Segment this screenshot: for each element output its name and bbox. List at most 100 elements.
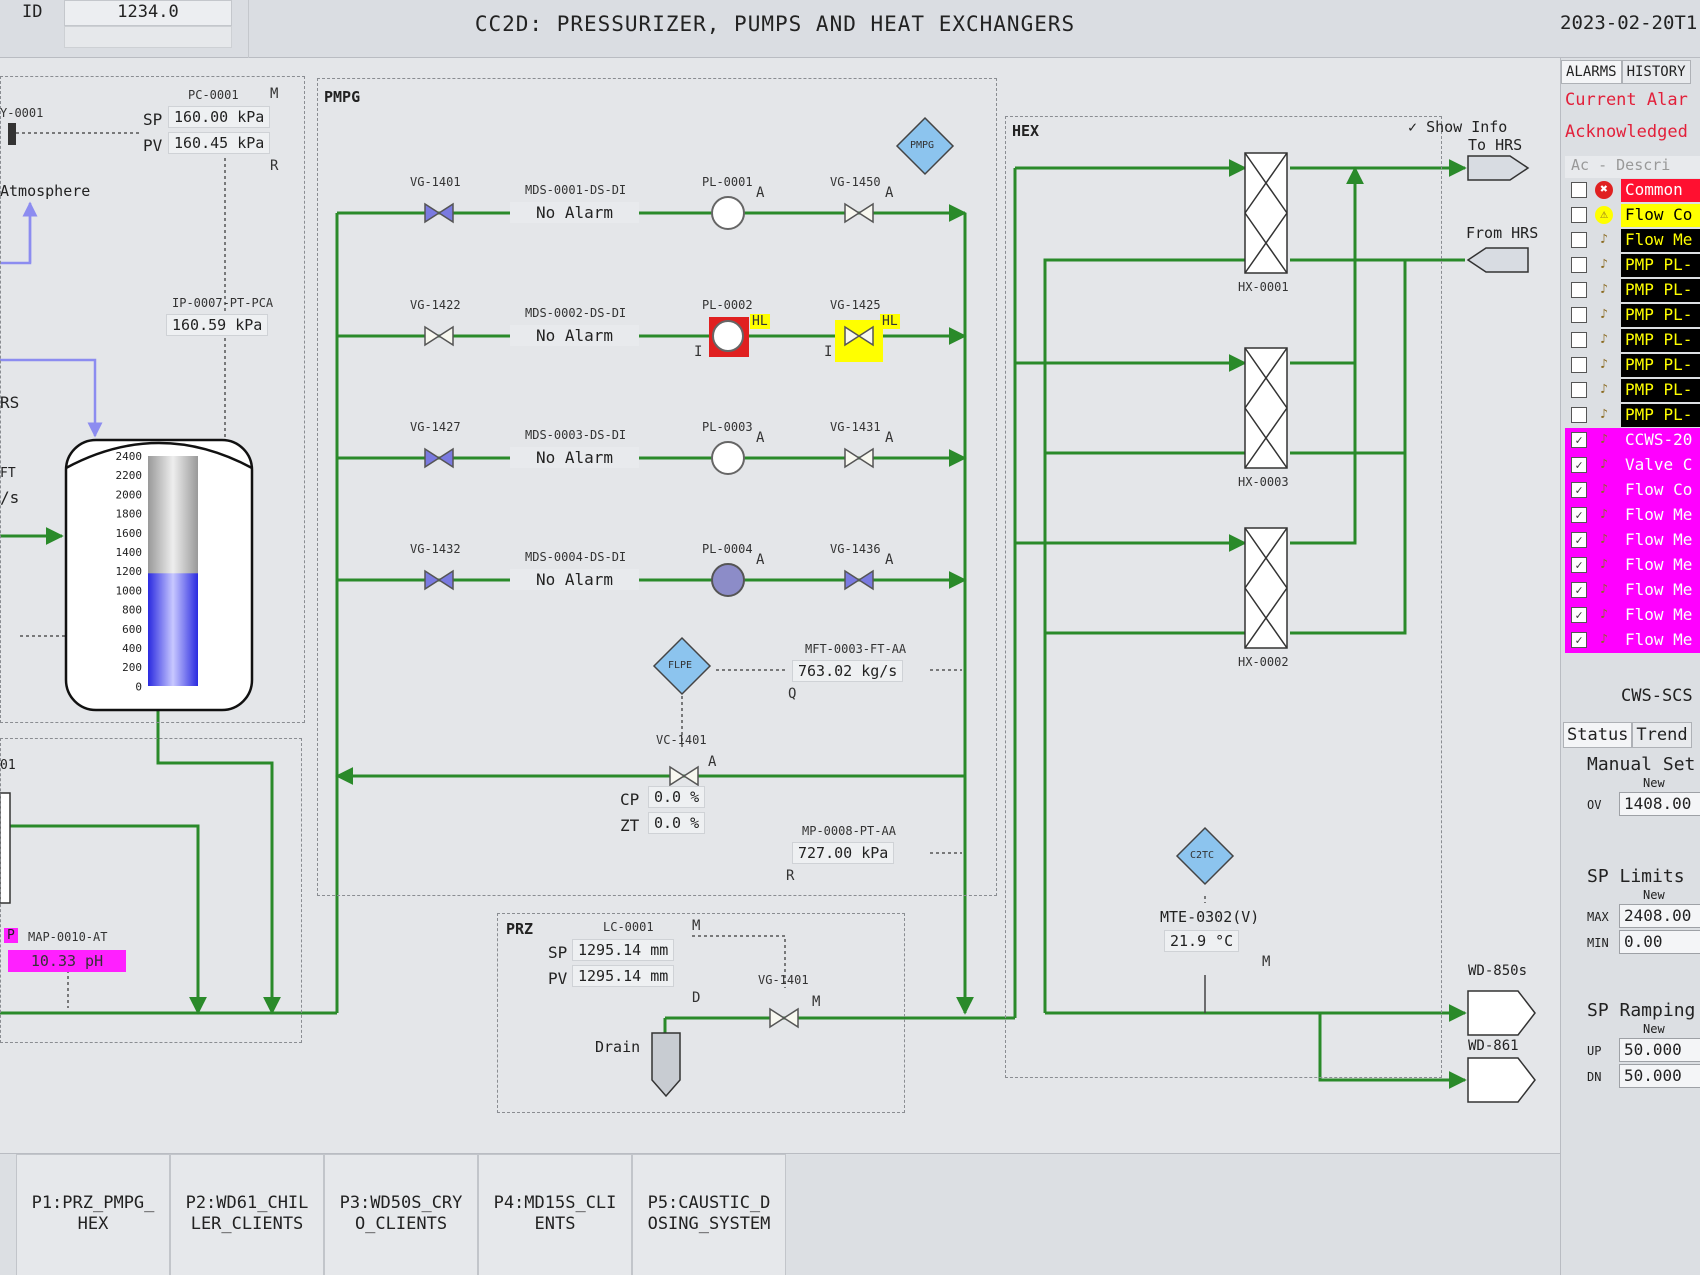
- alarm-ack-checkbox[interactable]: ✓: [1571, 432, 1587, 448]
- rs-label: RS: [0, 393, 20, 412]
- vc-mode: A: [708, 754, 717, 770]
- alarm-row[interactable]: ♪ PMP PL-: [1565, 403, 1700, 428]
- prz-valve-mode: M: [812, 994, 821, 1010]
- mte-mode: M: [1262, 954, 1271, 970]
- top-bar: ID 1234.0 CC2D: PRESSURIZER, PUMPS AND H…: [0, 0, 1700, 58]
- tab-trend[interactable]: Trend: [1632, 722, 1692, 748]
- alarm-row[interactable]: ✓ ♪ Valve C: [1565, 453, 1700, 478]
- hx-0002-label: HX-0002: [1238, 655, 1289, 669]
- pump-button[interactable]: [710, 440, 746, 476]
- bell-icon: ♪: [1600, 507, 1608, 522]
- alarm-ack-checkbox[interactable]: [1571, 407, 1587, 423]
- acknowledged-filter[interactable]: Acknowledged: [1565, 122, 1688, 142]
- prz-valve-tag: VG-1401: [758, 973, 809, 987]
- alarm-ack-checkbox[interactable]: [1571, 332, 1587, 348]
- pc-tag: PC-0001: [188, 88, 239, 102]
- pt-tag: IP-0007-PT-PCA: [172, 296, 274, 310]
- pc-r: R: [270, 158, 279, 174]
- pt-tag-mp: MP-0008-PT-AA: [802, 824, 896, 838]
- left-upper-section: [0, 76, 305, 723]
- alarm-description: Flow Me: [1621, 604, 1700, 627]
- alarm-row[interactable]: ✓ ♪ Flow Me: [1565, 528, 1700, 553]
- alarm-row[interactable]: ✓ ♪ Flow Co: [1565, 478, 1700, 503]
- tab-alarms[interactable]: ALARMS: [1561, 60, 1622, 84]
- min-input[interactable]: 0.00: [1619, 930, 1700, 954]
- alarm-row[interactable]: ♪ PMP PL-: [1565, 303, 1700, 328]
- tank-scale-tick: 400: [122, 642, 142, 655]
- alarm-ack-checkbox[interactable]: ✓: [1571, 607, 1587, 623]
- id-label: ID: [22, 2, 43, 22]
- dn-input[interactable]: 50.000: [1619, 1064, 1700, 1088]
- alarm-ack-checkbox[interactable]: [1571, 282, 1587, 298]
- alarm-ack-checkbox[interactable]: [1571, 182, 1587, 198]
- pump-button[interactable]: [710, 318, 746, 354]
- bell-icon: ♪: [1600, 332, 1608, 347]
- valve2-tag: VG-1450: [830, 175, 881, 189]
- alarm-row[interactable]: ✓ ♪ Flow Me: [1565, 578, 1700, 603]
- alarm-description: Flow Co: [1621, 479, 1700, 502]
- alarm-row[interactable]: ♪ Flow Me: [1565, 228, 1700, 253]
- alarm-row[interactable]: ⚠ Flow Co: [1565, 203, 1700, 228]
- ov-input[interactable]: 1408.00: [1619, 792, 1700, 816]
- alarm-ack-checkbox[interactable]: [1571, 207, 1587, 223]
- up-input[interactable]: 50.000: [1619, 1038, 1700, 1062]
- alarm-row[interactable]: ✓ ♪ Flow Me: [1565, 553, 1700, 578]
- nav-p5-button[interactable]: P5:CAUSTIC_D OSING_SYSTEM: [632, 1154, 786, 1275]
- show-info-checkbox[interactable]: ✓: [1408, 118, 1418, 136]
- mds-tag: MDS-0004-DS-DI: [525, 550, 627, 564]
- pc-sp-value[interactable]: 160.00 kPa: [168, 106, 271, 128]
- top-separator: [248, 0, 249, 58]
- alarm-row[interactable]: ✓ ♪ CCWS-20: [1565, 428, 1700, 453]
- zt-label: ZT: [620, 816, 640, 835]
- alarm-row[interactable]: ✓ ♪ Flow Me: [1565, 603, 1700, 628]
- lc-tag: LC-0001: [603, 920, 654, 934]
- alarm-ack-checkbox[interactable]: [1571, 307, 1587, 323]
- nav-p3-button[interactable]: P3:WD50S_CRY O_CLIENTS: [324, 1154, 478, 1275]
- map-badge: P: [4, 928, 18, 943]
- alarm-ack-checkbox[interactable]: ✓: [1571, 582, 1587, 598]
- tank-scale-tick: 2000: [116, 488, 143, 501]
- max-input[interactable]: 2408.00: [1619, 904, 1700, 928]
- alarm-row[interactable]: ✓ ♪ Flow Me: [1565, 628, 1700, 653]
- alarm-ack-checkbox[interactable]: ✓: [1571, 482, 1587, 498]
- alarm-ack-checkbox[interactable]: [1571, 232, 1587, 248]
- lc-sp-value[interactable]: 1295.14 mm: [572, 939, 675, 961]
- dn-label: DN: [1587, 1070, 1602, 1084]
- mds-tag: MDS-0002-DS-DI: [525, 306, 627, 320]
- alarm-row[interactable]: ✖ Common: [1565, 178, 1700, 203]
- alarm-row[interactable]: ♪ PMP PL-: [1565, 353, 1700, 378]
- valve2-mode: A: [885, 430, 894, 446]
- current-alarms-filter[interactable]: Current Alar: [1565, 90, 1688, 110]
- alarm-ack-checkbox[interactable]: [1571, 257, 1587, 273]
- nav-p4-button[interactable]: P4:MD15S_CLI ENTS: [478, 1154, 632, 1275]
- nav-p1-button[interactable]: P1:PRZ_PMPG_ HEX: [16, 1154, 170, 1275]
- pump-button[interactable]: [710, 195, 746, 231]
- alarm-row[interactable]: ♪ PMP PL-: [1565, 328, 1700, 353]
- alarm-ack-checkbox[interactable]: ✓: [1571, 557, 1587, 573]
- alarm-ack-checkbox[interactable]: [1571, 382, 1587, 398]
- alarm-row[interactable]: ♪ PMP PL-: [1565, 378, 1700, 403]
- show-info-label: Show Info: [1426, 118, 1508, 136]
- nav-p2-button[interactable]: P2:WD61_CHIL LER_CLIENTS: [170, 1154, 324, 1275]
- cp-value: 0.0 %: [648, 786, 706, 808]
- alarm-ack-checkbox[interactable]: ✓: [1571, 457, 1587, 473]
- show-info-toggle[interactable]: ✓ Show Info: [1408, 118, 1507, 136]
- alarm-row[interactable]: ♪ PMP PL-: [1565, 253, 1700, 278]
- pmpg-diamond-label[interactable]: PMPG: [910, 140, 935, 151]
- flpe-diamond-label[interactable]: FLPE: [668, 660, 693, 671]
- alarm-ack-checkbox[interactable]: ✓: [1571, 632, 1587, 648]
- tab-status[interactable]: Status: [1563, 722, 1633, 748]
- alarm-row[interactable]: ♪ PMP PL-: [1565, 278, 1700, 303]
- c2tc-diamond-label[interactable]: C2TC: [1190, 850, 1215, 861]
- bell-icon: ♪: [1600, 482, 1608, 497]
- tab-history[interactable]: HISTORY: [1621, 60, 1691, 84]
- alarm-row[interactable]: ✓ ♪ Flow Me: [1565, 503, 1700, 528]
- hx-0003-label: HX-0003: [1238, 475, 1289, 489]
- id-field[interactable]: 1234.0: [64, 0, 232, 26]
- pump-button[interactable]: [710, 562, 746, 598]
- tank-scale-tick: 800: [122, 604, 142, 617]
- wd861-label: WD-861: [1468, 1038, 1519, 1054]
- alarm-ack-checkbox[interactable]: ✓: [1571, 532, 1587, 548]
- alarm-ack-checkbox[interactable]: ✓: [1571, 507, 1587, 523]
- alarm-ack-checkbox[interactable]: [1571, 357, 1587, 373]
